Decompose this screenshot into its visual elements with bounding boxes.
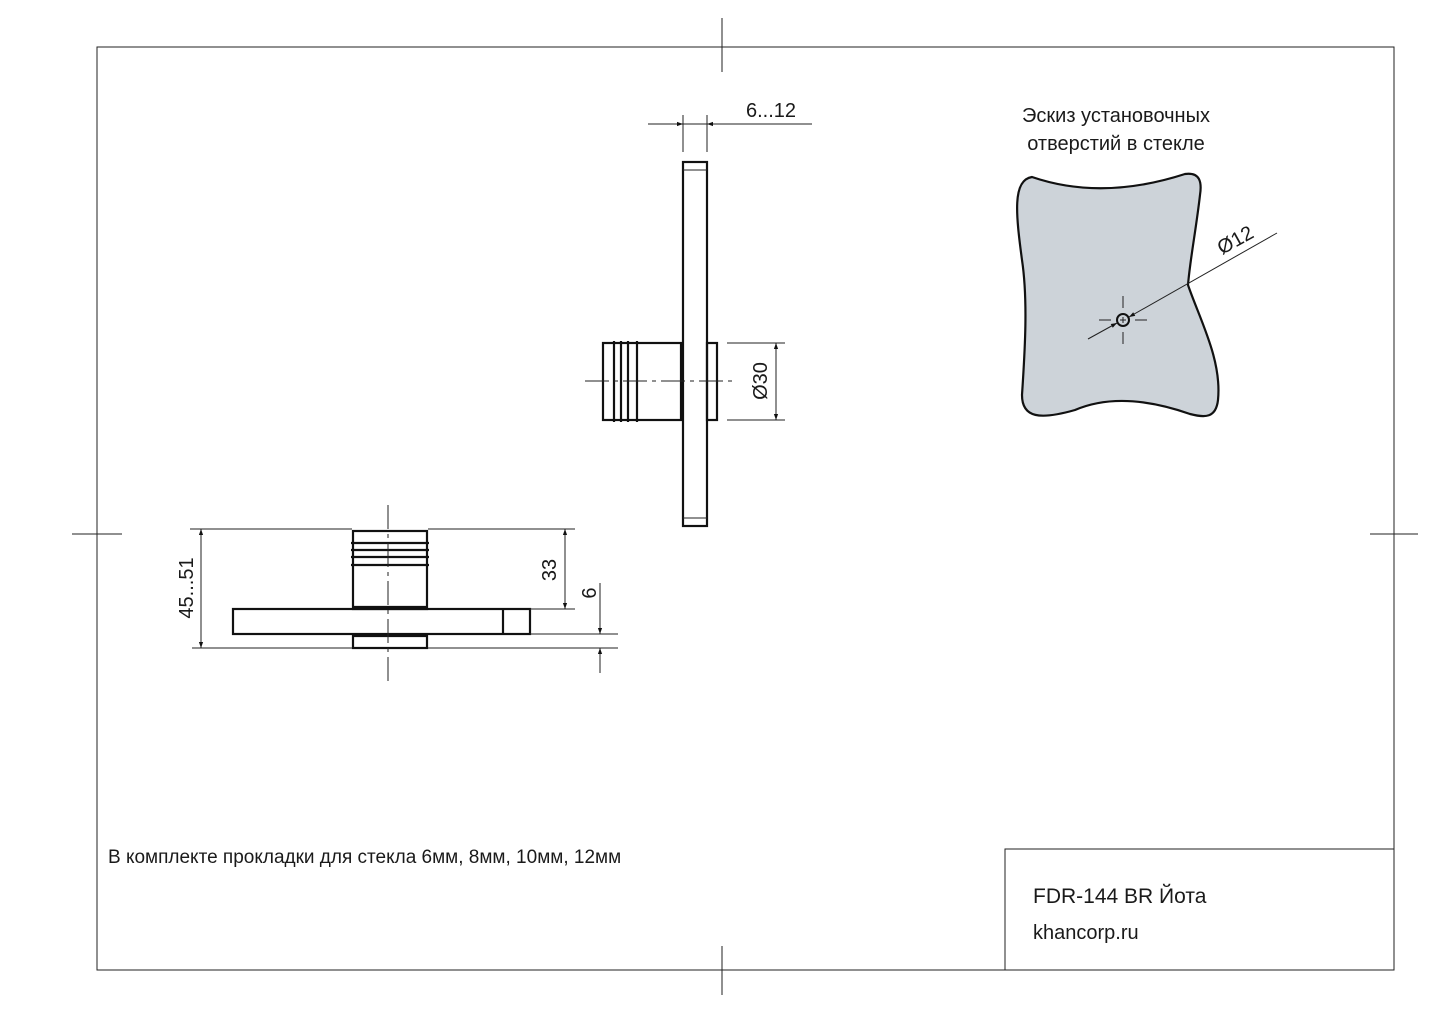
- washer-dim: 6: [579, 587, 601, 598]
- sketch-title-line2: отверстий в стекле: [1027, 133, 1205, 155]
- side-view: Ø30 6...12: [585, 100, 812, 528]
- hole-crosshair: [1099, 296, 1147, 344]
- title-block: FDR-144 BR Йота khancorp.ru: [1004, 848, 1395, 971]
- kit-note: В комплекте прокладки для стекла 6мм, 8м…: [108, 847, 621, 868]
- glass-hole-sketch: Эскиз установочных отверстий в стекле Ø1…: [1016, 105, 1278, 418]
- total-height-dim: 45...51: [176, 557, 198, 618]
- drawing-frame: [72, 18, 1418, 995]
- front-view: 45...51 33 6: [176, 505, 618, 685]
- base-plate: [231, 607, 532, 636]
- glass-plate: [681, 160, 709, 528]
- knob-body: [351, 529, 429, 611]
- product-name: FDR-144 BR Йота: [1033, 884, 1207, 908]
- knob-diameter-dim: Ø30: [750, 362, 772, 400]
- website: khancorp.ru: [1033, 922, 1139, 944]
- knob-height-dim: 33: [539, 559, 561, 581]
- bottom-washer: [351, 634, 429, 650]
- knob-rings: [351, 541, 429, 567]
- hole-circle: [1116, 313, 1130, 327]
- glass-thickness-dim: 6...12: [746, 100, 796, 122]
- glass-shape: [1016, 172, 1220, 418]
- hole-diameter-dim: Ø12: [1214, 222, 1258, 260]
- sketch-title-line1: Эскиз установочных: [1022, 105, 1210, 127]
